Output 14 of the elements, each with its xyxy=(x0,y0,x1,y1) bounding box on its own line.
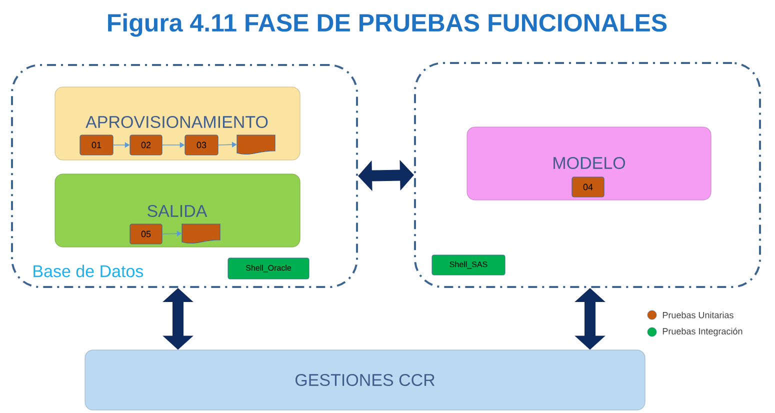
step-box: 03 xyxy=(184,134,218,156)
step-box: 05 xyxy=(130,224,162,244)
step-box: 04 xyxy=(572,176,604,198)
title: Figura 4.11 FASE DE PRUEBAS FUNCIONALES xyxy=(108,13,667,37)
legend-text: Pruebas Unitarias xyxy=(662,312,734,318)
step-box: 02 xyxy=(130,134,162,156)
legend-text: Pruebas Integración xyxy=(662,328,742,336)
script-box: Shell_Oracle xyxy=(228,258,310,280)
process-box: GESTIONES CCR xyxy=(84,350,646,410)
script-box: Shell_SAS xyxy=(432,254,506,276)
step-box: 01 xyxy=(80,134,114,156)
document-shape xyxy=(236,134,276,155)
document-shape xyxy=(182,224,220,244)
dashed-frame xyxy=(414,62,761,288)
